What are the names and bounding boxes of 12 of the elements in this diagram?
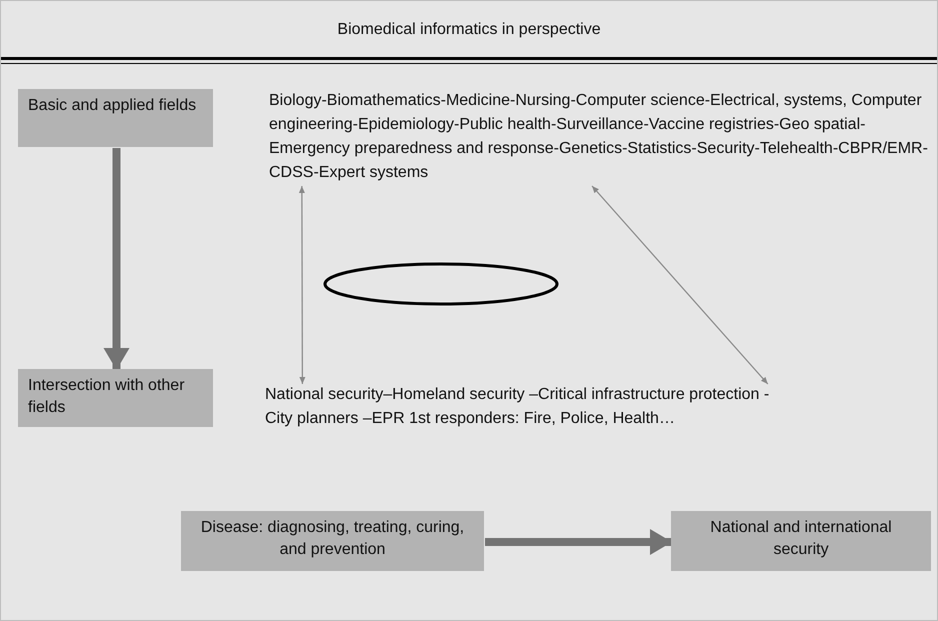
- arrow: [485, 529, 672, 555]
- arrow: [104, 148, 130, 370]
- security-list-text: National security–Homeland security –Critical infrastructure protection -City planners –EPR 1st responders: Fire, Police, Health…: [265, 383, 785, 455]
- fields-list-text: Biology-Biomathematics-Medicine-Nursing-Computer science-Electrical, systems, Computer engineering-Epidemiology-Public health-Surveillance-Vaccine registries-Geo spatial-Emergency preparedness and response-Genetics-Statistics-Security-Telehealth-CBPR/EMR-CDSS-Expert systems: [269, 89, 933, 185]
- field-label-box: Basic and applied fields: [18, 89, 213, 147]
- diagram-title: Biomedical informatics in perspective: [336, 21, 602, 39]
- ellipse-shape: [323, 262, 559, 306]
- arrow: [298, 186, 306, 384]
- arrow: [592, 186, 768, 384]
- domain-box: Disease: diagnosing, treating, curing, and prevention: [181, 511, 484, 571]
- field-label-box: Intersection with other fields: [18, 369, 213, 427]
- domain-box: National and international security: [671, 511, 931, 571]
